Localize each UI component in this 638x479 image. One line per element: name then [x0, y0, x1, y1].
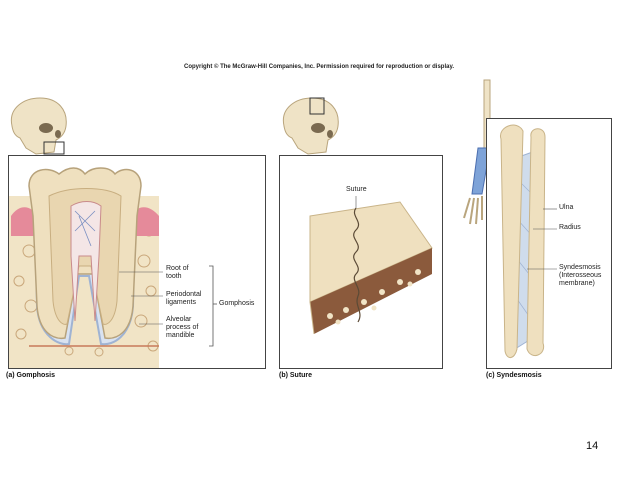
forearm-bones-illustration: [500, 124, 557, 358]
label-suture: Suture: [346, 186, 367, 193]
label-gomphosis-group: Gomphosis: [219, 300, 255, 307]
label-alveolar-process: Alveolar process of mandible: [166, 316, 199, 339]
suture-panel: Suture: [279, 155, 443, 369]
tooth-socket-illustration: [9, 167, 217, 368]
label-syndesmosis: Syndesmosis (Interosseous membrane): [559, 264, 602, 287]
skull-illustration-a: [10, 97, 67, 155]
label-radius: Radius: [559, 224, 581, 231]
caption-suture: (b) Suture: [279, 372, 313, 379]
label-root-of-tooth: Root of tooth: [166, 265, 189, 280]
label-ulna: Ulna: [559, 204, 574, 211]
caption-gomphosis: (a) Gomphosis: [6, 372, 56, 379]
copyright-notice: Copyright © The McGraw-Hill Companies, I…: [183, 64, 455, 70]
skull-illustration-b: [282, 97, 339, 155]
caption-syndesmosis: (c) Syndesmosis: [486, 372, 542, 379]
page-number: 14: [586, 440, 599, 452]
suture-illustration: [309, 196, 433, 335]
label-periodontal-ligaments: Periodontal ligaments: [166, 291, 202, 306]
gomphosis-panel: Root of tooth Periodontal ligaments Alve…: [8, 155, 266, 369]
syndesmosis-panel: Ulna Radius Syndesmosis (Interosseous me…: [486, 118, 612, 369]
